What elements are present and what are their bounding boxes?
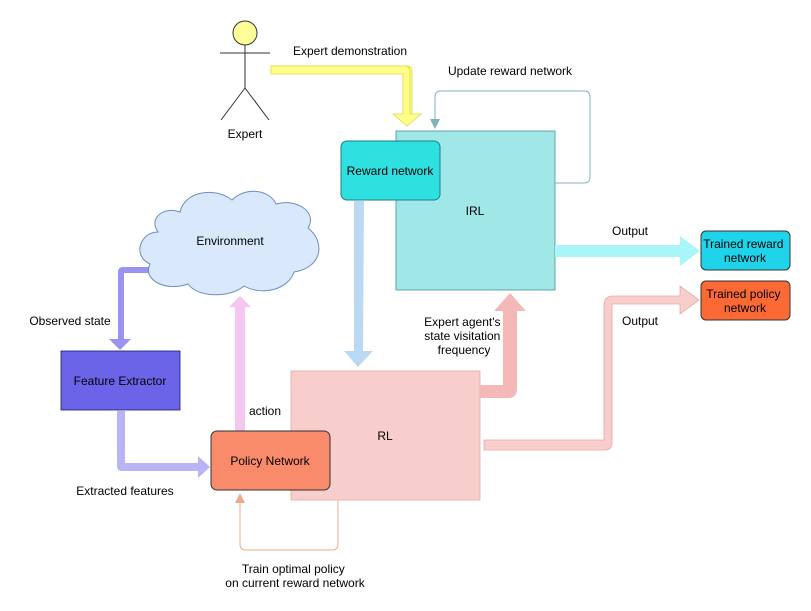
expert-demonstration-label: Expert demonstration: [293, 44, 407, 58]
trained-reward-network-label: Trained reward network: [703, 237, 787, 265]
expert-icon: [220, 20, 270, 121]
feature-extractor-label: Feature Extractor: [74, 374, 167, 388]
trained-policy-network-label: Trained policy network: [706, 287, 784, 315]
expert-label: Expert: [228, 127, 263, 141]
train-policy-line-2: on current reward network: [225, 576, 365, 590]
reward-network-label: Reward network: [347, 164, 435, 178]
state-visitation-label: Expert agent's state visitation frequenc…: [424, 315, 504, 357]
reward-to-rl-arrow: [344, 201, 373, 367]
policy-network-box: [210, 430, 331, 491]
trained-policy-line-1: Trained policy: [706, 287, 780, 301]
update-reward-network-label: Update reward network: [448, 64, 573, 78]
rl-label: RL: [377, 429, 393, 443]
train-policy-line-1: Train optimal policy: [242, 562, 345, 576]
output-reward-label: Output: [612, 224, 649, 238]
output-policy-arrow: [483, 285, 700, 451]
action-arrow: [229, 296, 251, 431]
train-policy-label: Train optimal policy on current reward n…: [225, 562, 365, 590]
environment-label: Environment: [196, 234, 264, 248]
state-visitation-line-1: Expert agent's: [424, 315, 500, 329]
observed-state-arrow: [109, 267, 150, 350]
expert-demonstration-arrow-shaft: [270, 65, 423, 127]
train-policy-loop-arrow: [235, 493, 339, 551]
observed-state-label: Observed state: [29, 314, 111, 328]
trained-policy-line-2: network: [724, 301, 767, 315]
irl-label: IRL: [466, 204, 485, 218]
state-visitation-line-2: state visitation: [424, 329, 500, 343]
extracted-features-arrow: [117, 411, 210, 478]
policy-network-label: Policy Network: [230, 454, 310, 468]
extracted-features-label: Extracted features: [76, 484, 173, 498]
state-visitation-arrow: [480, 293, 526, 398]
action-label: action: [249, 404, 281, 418]
state-visitation-line-3: frequency: [438, 343, 491, 357]
feature-extractor-box: [60, 350, 181, 411]
trained-reward-network-box: [700, 230, 791, 271]
environment-cloud: [139, 190, 320, 296]
trained-reward-line-2: network: [724, 251, 767, 265]
trained-reward-line-1: Trained reward: [703, 237, 783, 251]
update-reward-loop-arrow: [430, 90, 591, 184]
output-policy-label: Output: [622, 314, 659, 328]
trained-policy-network-box: [700, 280, 791, 321]
reward-network-box: [340, 140, 441, 201]
output-reward-arrow: [555, 236, 700, 266]
